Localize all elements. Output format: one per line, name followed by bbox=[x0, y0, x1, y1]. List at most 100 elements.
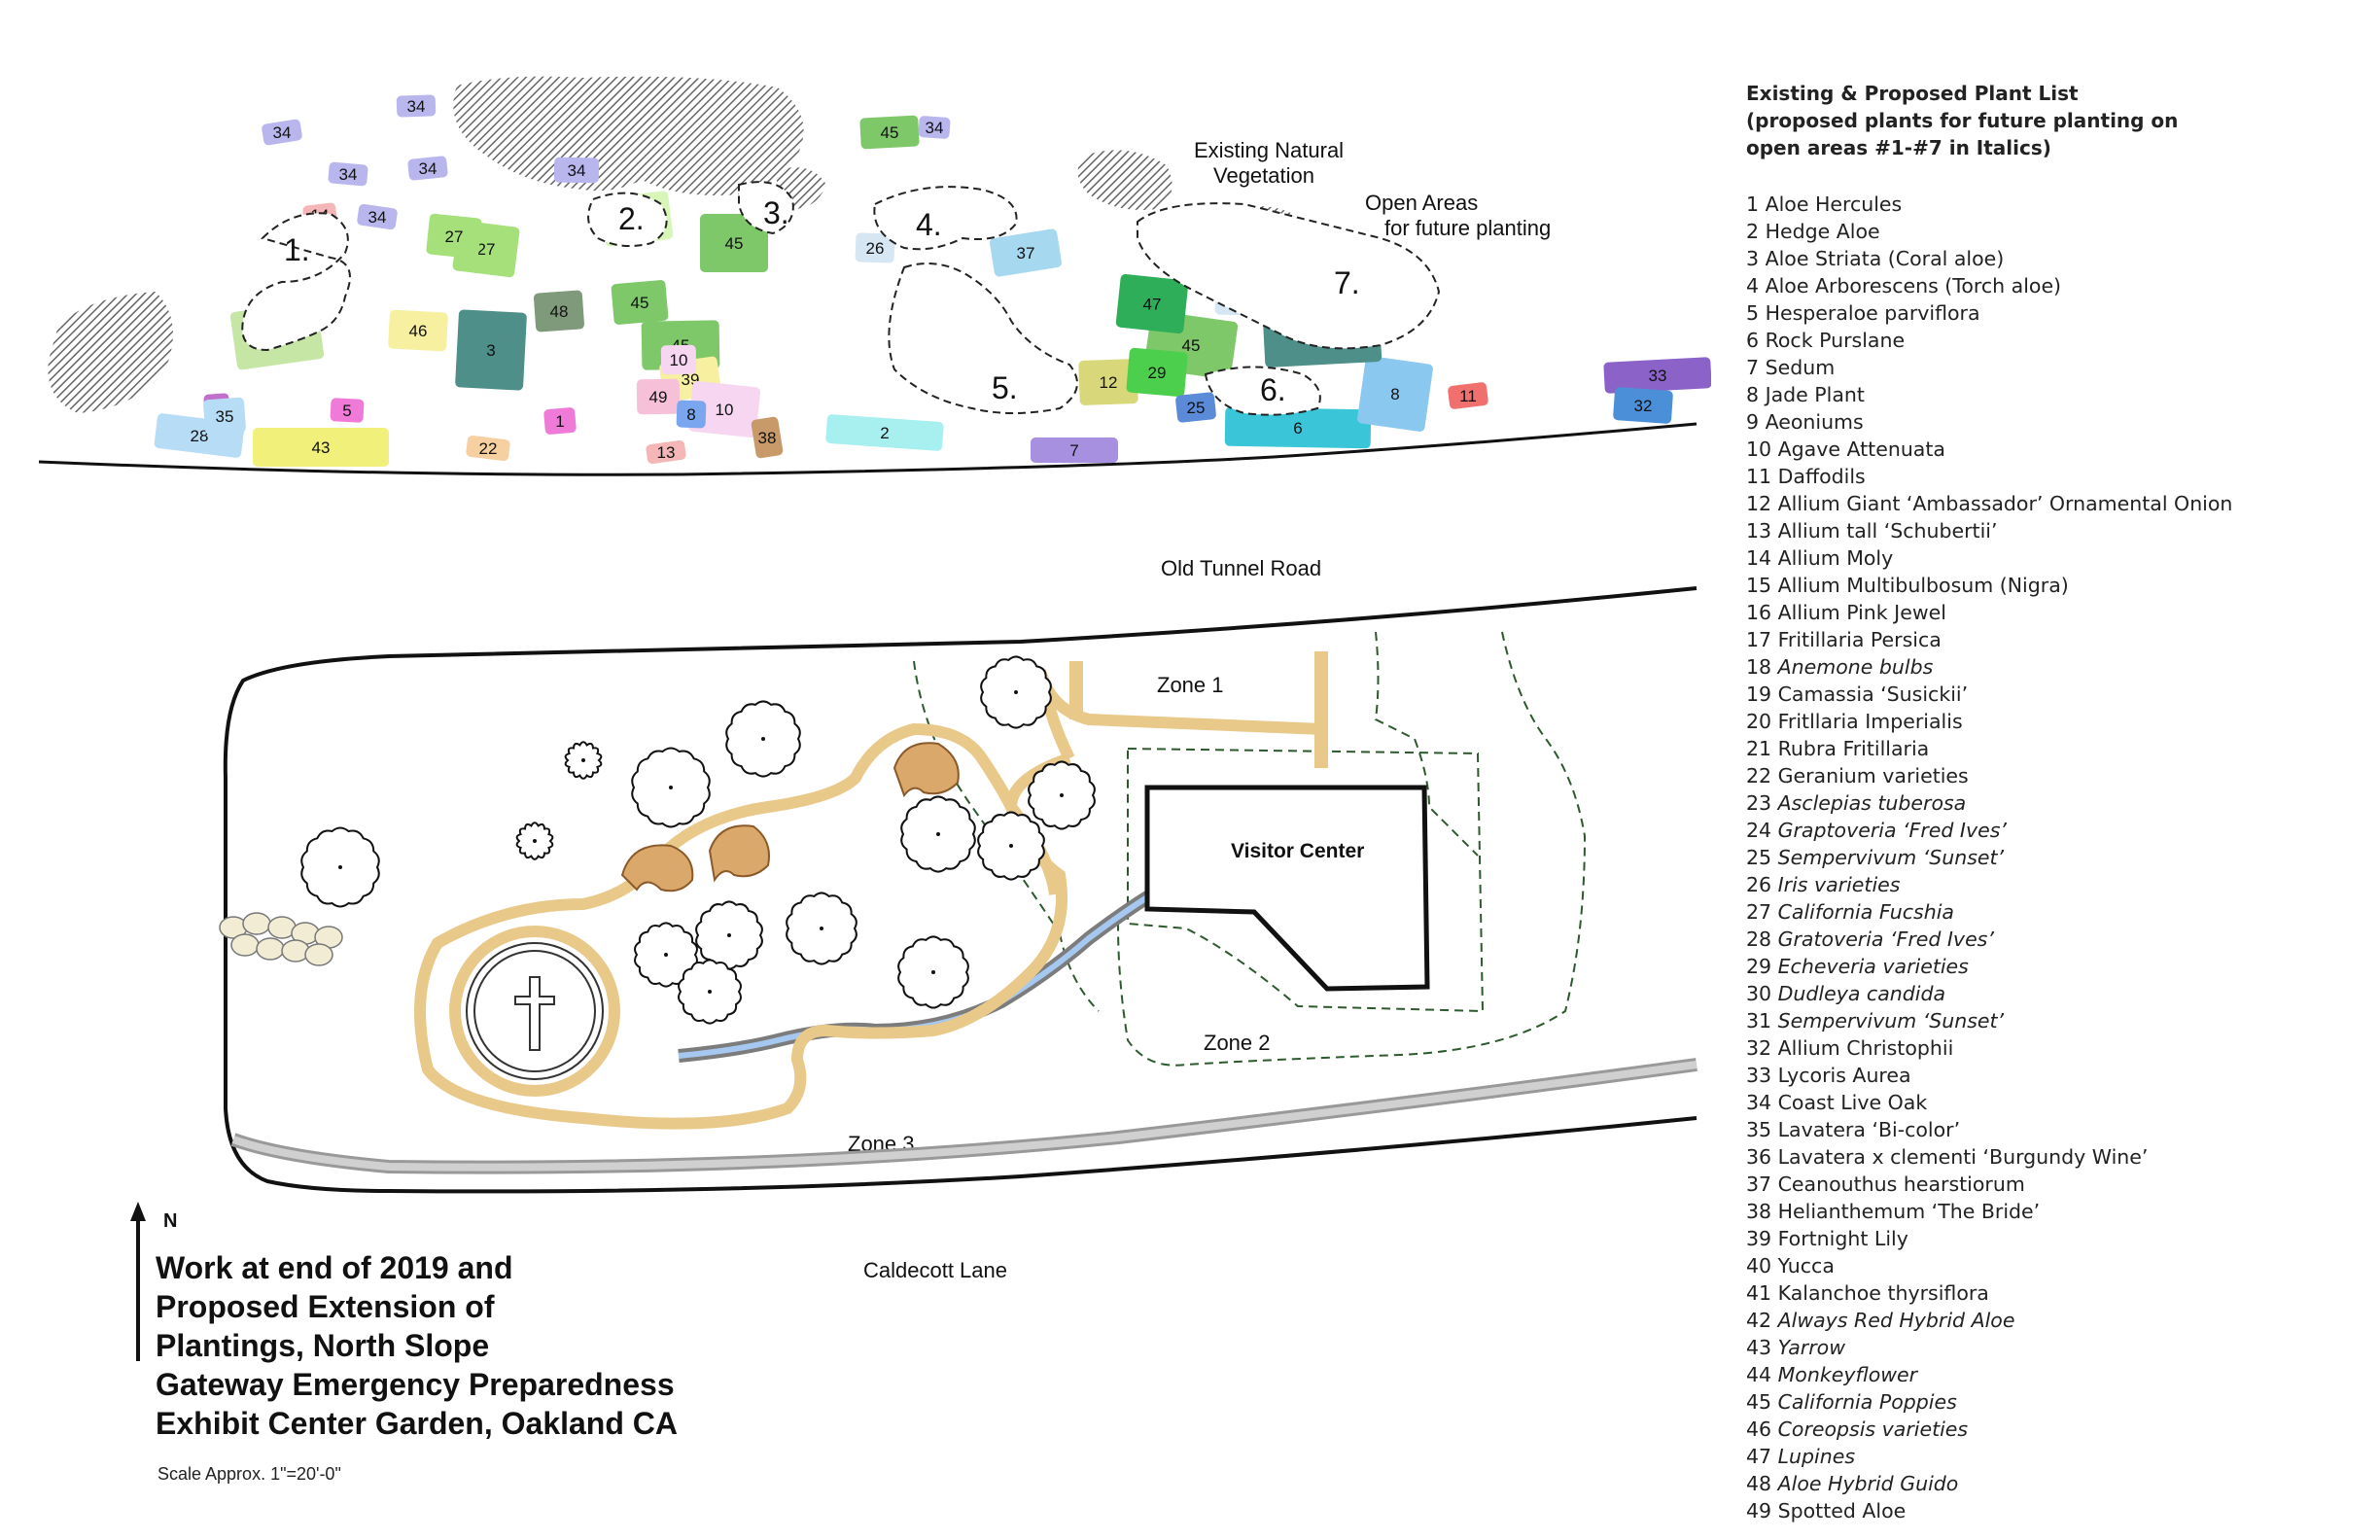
map-title: Work at end of 2019 and Proposed Extensi… bbox=[156, 1248, 678, 1443]
legend-heading-line-3: open areas #1-#7 in Italics) bbox=[1746, 136, 2051, 159]
legend-item-number: 16 bbox=[1746, 601, 1778, 624]
legend-item-number: 44 bbox=[1746, 1363, 1778, 1386]
tree-icon bbox=[678, 959, 742, 1025]
legend-item-name: Fortnight Lily bbox=[1777, 1227, 1908, 1250]
legend-item-name: Kalanchoe thyrsiflora bbox=[1777, 1281, 1989, 1305]
planting-bed-number: 35 bbox=[216, 407, 234, 426]
legend-item-name: Geranium varieties bbox=[1777, 764, 1969, 788]
legend-item-number: 1 bbox=[1746, 192, 1766, 216]
planting-bed: 34 bbox=[262, 119, 302, 146]
planting-bed: 6 bbox=[1224, 406, 1372, 449]
cross-icon bbox=[514, 976, 555, 1051]
planting-bed-number: 32 bbox=[1634, 397, 1653, 415]
existing-vegetation-label-2: Vegetation bbox=[1213, 163, 1314, 188]
plant-list-legend: Existing & Proposed Plant List (proposed… bbox=[1746, 80, 2368, 1524]
legend-item-number: 4 bbox=[1746, 274, 1766, 298]
legend-item: 8 Jade Plant bbox=[1746, 381, 2368, 408]
planting-bed: 1 bbox=[543, 407, 577, 435]
legend-item-name: Coast Live Oak bbox=[1777, 1091, 1928, 1114]
legend-item: 19 Camassia ‘Susickii’ bbox=[1746, 681, 2368, 708]
legend-item: 41 Kalanchoe thyrsiflora bbox=[1746, 1279, 2368, 1307]
legend-item-number: 8 bbox=[1746, 383, 1766, 406]
legend-item-name: Lupines bbox=[1777, 1445, 1856, 1468]
legend-item-name: Allium Christophii bbox=[1777, 1036, 1954, 1060]
planting-bed: 7 bbox=[1031, 438, 1118, 463]
planting-bed: 13 bbox=[646, 439, 686, 465]
open-area-numbers: 1. 2. 3. 4. 5. 6. 7. bbox=[284, 195, 1360, 407]
legend-item-number: 3 bbox=[1746, 247, 1766, 270]
planting-bed-number: 45 bbox=[881, 123, 899, 142]
legend-item: 48 Aloe Hybrid Guido bbox=[1746, 1470, 2368, 1497]
labyrinth bbox=[449, 926, 620, 1097]
legend-item-name: Anemone bulbs bbox=[1777, 655, 1934, 679]
planting-bed-number: 10 bbox=[670, 351, 688, 369]
legend-item: 5 Hesperaloe parviflora bbox=[1746, 299, 2368, 327]
legend-item-name: Aloe Arborescens (Torch aloe) bbox=[1765, 274, 2062, 298]
legend-item-name: Daffodils bbox=[1777, 465, 1866, 488]
planting-bed: 46 bbox=[388, 309, 448, 352]
planting-bed-number: 33 bbox=[1649, 367, 1667, 385]
legend-item: 49 Spotted Aloe bbox=[1746, 1497, 2368, 1524]
legend-item-name: Coreopsis varieties bbox=[1777, 1418, 1969, 1441]
legend-item-number: 18 bbox=[1746, 655, 1778, 679]
planting-bed: 25 bbox=[1175, 392, 1216, 423]
planting-bed: 12 bbox=[1078, 359, 1138, 405]
legend-item-name: Rubra Fritillaria bbox=[1777, 737, 1930, 760]
legend-item-name: Allium tall ‘Schubertii’ bbox=[1777, 519, 1998, 542]
legend-item-number: 34 bbox=[1746, 1091, 1778, 1114]
legend-item-number: 6 bbox=[1746, 329, 1766, 352]
planting-bed: 34 bbox=[357, 203, 398, 230]
tree-icon bbox=[786, 892, 858, 965]
legend-item-name: Jade Plant bbox=[1765, 383, 1865, 406]
planting-bed-number: 11 bbox=[1459, 387, 1477, 405]
legend-item-name: Yarrow bbox=[1777, 1336, 1845, 1359]
legend-item-name: Monkeyflower bbox=[1777, 1363, 1918, 1386]
planting-bed-number: 34 bbox=[339, 165, 358, 184]
planting-bed-number: 34 bbox=[926, 119, 944, 137]
legend-item-name: Ceanouthus hearstiorum bbox=[1777, 1172, 2025, 1196]
planting-bed: 34 bbox=[407, 156, 448, 181]
legend-item-number: 25 bbox=[1746, 846, 1778, 869]
visitor-center-label: Visitor Center bbox=[1231, 840, 1364, 862]
planting-bed: 34 bbox=[553, 157, 600, 184]
open-area-7: 7. bbox=[1334, 265, 1360, 300]
legend-item: 28 Gratoveria ‘Fred Ives’ bbox=[1746, 926, 2368, 953]
legend-item: 31 Sempervivum ‘Sunset’ bbox=[1746, 1007, 2368, 1034]
legend-item-name: Allium Pink Jewel bbox=[1777, 601, 1946, 624]
legend-item-number: 13 bbox=[1746, 519, 1778, 542]
planting-bed-number: 7 bbox=[1069, 441, 1078, 460]
legend-item-name: Sempervivum ‘Sunset’ bbox=[1777, 1009, 2005, 1032]
legend-item-number: 24 bbox=[1746, 819, 1778, 842]
planting-bed: 11 bbox=[1448, 382, 1488, 409]
legend-item-number: 19 bbox=[1746, 682, 1778, 706]
legend-item-number: 48 bbox=[1746, 1472, 1778, 1495]
planting-bed-number: 37 bbox=[1017, 244, 1035, 262]
legend-item: 26 Iris varieties bbox=[1746, 871, 2368, 898]
tree-icon bbox=[980, 655, 1052, 729]
planting-bed: 2 bbox=[825, 414, 944, 451]
planting-bed: 8 bbox=[1357, 356, 1433, 432]
planting-bed-number: 28 bbox=[191, 427, 209, 445]
legend-item-number: 27 bbox=[1746, 900, 1778, 924]
tree-icon bbox=[631, 747, 711, 828]
planting-bed-number: 27 bbox=[445, 228, 464, 246]
legend-item-number: 38 bbox=[1746, 1200, 1778, 1223]
legend-item-name: Fritillaria Persica bbox=[1777, 628, 1942, 651]
legend-item-name: Asclepias tuberosa bbox=[1777, 791, 1967, 815]
zone1-label: Zone 1 bbox=[1157, 673, 1224, 697]
legend-item-name: Aloe Hybrid Guido bbox=[1777, 1472, 1959, 1495]
planting-bed-number: 22 bbox=[479, 439, 498, 458]
legend-item-number: 30 bbox=[1746, 982, 1778, 1005]
planting-bed-number: 46 bbox=[409, 322, 428, 340]
legend-item: 44 Monkeyflower bbox=[1746, 1361, 2368, 1388]
planting-bed-number: 10 bbox=[716, 401, 734, 419]
legend-item: 34 Coast Live Oak bbox=[1746, 1089, 2368, 1116]
legend-item-name: Lavatera ‘Bi-color’ bbox=[1777, 1118, 1961, 1141]
planting-bed-number: 38 bbox=[758, 429, 777, 447]
legend-heading-line-2: (proposed plants for future planting on bbox=[1746, 109, 2179, 132]
planting-bed: 43 bbox=[253, 428, 389, 467]
legend-item-name: Helianthemum ‘The Bride’ bbox=[1777, 1200, 2041, 1223]
legend-item-name: Fritllaria Imperialis bbox=[1777, 710, 1963, 733]
legend-item: 18 Anemone bulbs bbox=[1746, 653, 2368, 681]
zone2-label: Zone 2 bbox=[1204, 1031, 1271, 1055]
